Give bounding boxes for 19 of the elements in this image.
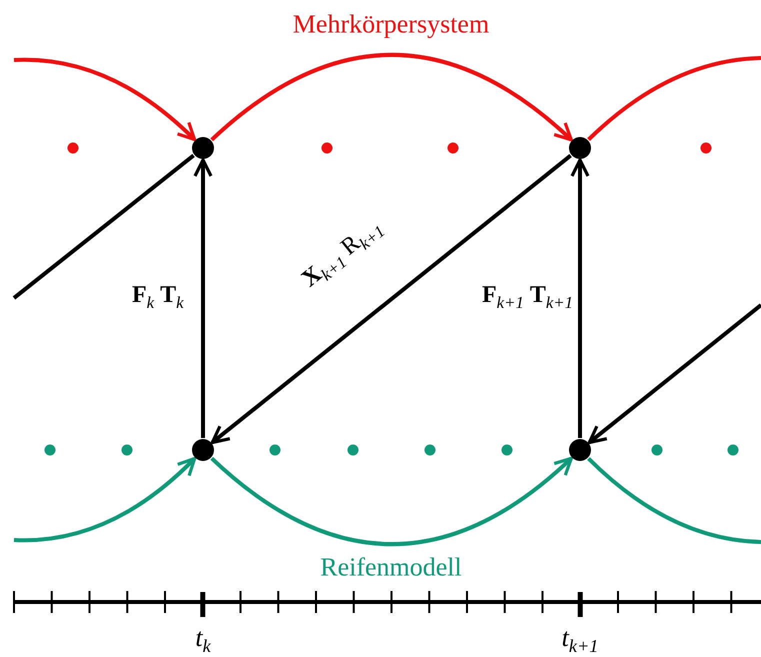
time-label: t$_{k+1}$ <box>562 624 598 656</box>
arrow <box>210 456 573 546</box>
junction-dot <box>569 137 591 159</box>
arrow <box>14 58 196 142</box>
arrow <box>210 154 572 444</box>
line <box>12 154 195 300</box>
time-label: t$_{k}$ <box>195 624 211 656</box>
arrow <box>14 456 196 542</box>
arrow <box>193 158 213 438</box>
junction-dot <box>192 439 214 461</box>
arrow <box>570 158 590 438</box>
arrow <box>210 53 573 142</box>
line <box>587 56 761 142</box>
row-label: Mehrkörpersystem <box>292 10 490 40</box>
junction-dot <box>192 137 214 159</box>
junction-dot <box>569 439 591 461</box>
arrow <box>588 303 761 444</box>
line <box>587 457 761 544</box>
row-label: Reifenmodell <box>320 554 462 582</box>
